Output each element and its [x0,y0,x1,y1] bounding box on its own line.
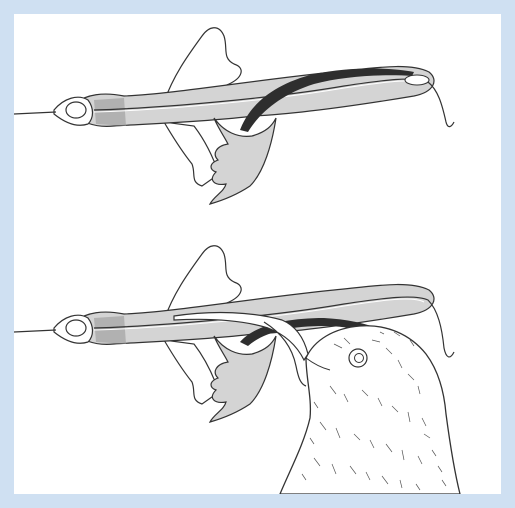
lower-petal-lobe [164,340,219,404]
ovary [66,102,86,118]
lower-lip-petal [210,336,276,422]
lower-petal-lobe [164,122,219,186]
illustration-panel [14,14,501,494]
flower-pollination-illustration [14,14,501,494]
stem [14,112,56,114]
stigma [405,75,429,85]
flower-top [14,28,454,204]
stem [14,330,56,332]
bird-eye-pupil [355,354,364,363]
lower-lip-petal [210,118,276,204]
ovary [66,320,86,336]
